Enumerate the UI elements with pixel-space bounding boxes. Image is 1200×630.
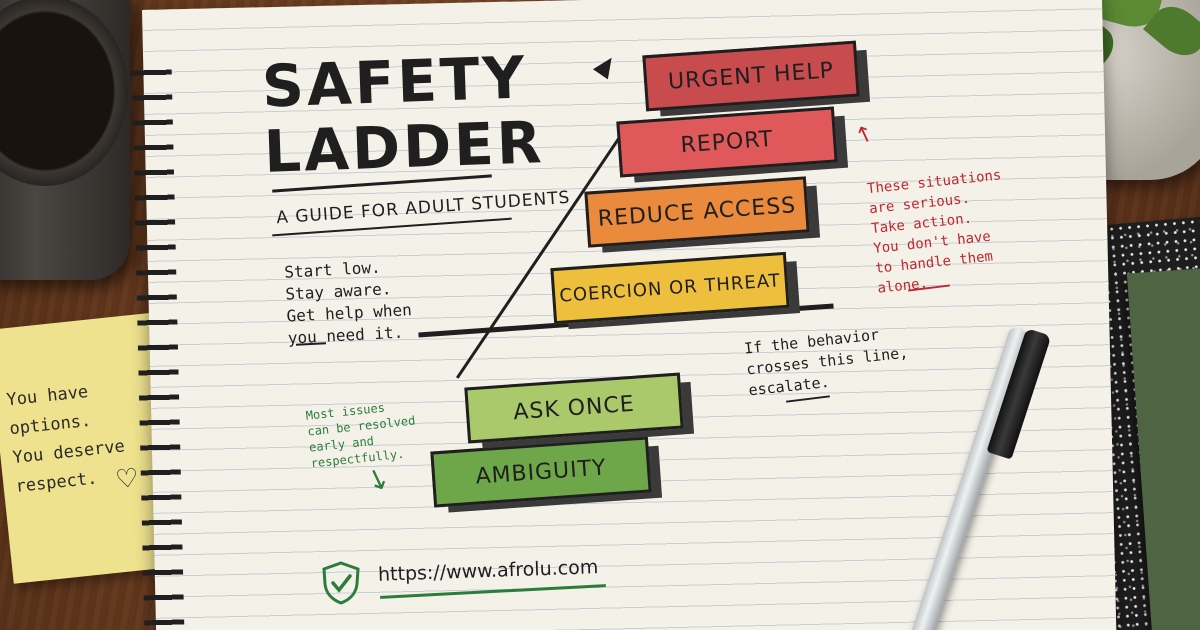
serious-note: These situations are serious. Take actio… <box>866 167 1003 297</box>
page-title-line2: LADDER <box>262 108 546 186</box>
step-label: ASK ONCE <box>512 391 636 425</box>
resolve-note: Most issues can be resolved early and re… <box>305 400 416 471</box>
shield-check-icon <box>320 560 362 610</box>
step-label: COERCION OR THREAT <box>558 269 782 307</box>
step-label: REPORT <box>679 126 775 158</box>
heart-icon: ♡ <box>114 463 141 496</box>
step-label: URGENT HELP <box>667 57 835 95</box>
advice-text: Start low. Stay aware. Get help when you… <box>283 257 413 348</box>
step-label: REDUCE ACCESS <box>597 192 797 232</box>
step-label: AMBIGUITY <box>474 454 608 490</box>
